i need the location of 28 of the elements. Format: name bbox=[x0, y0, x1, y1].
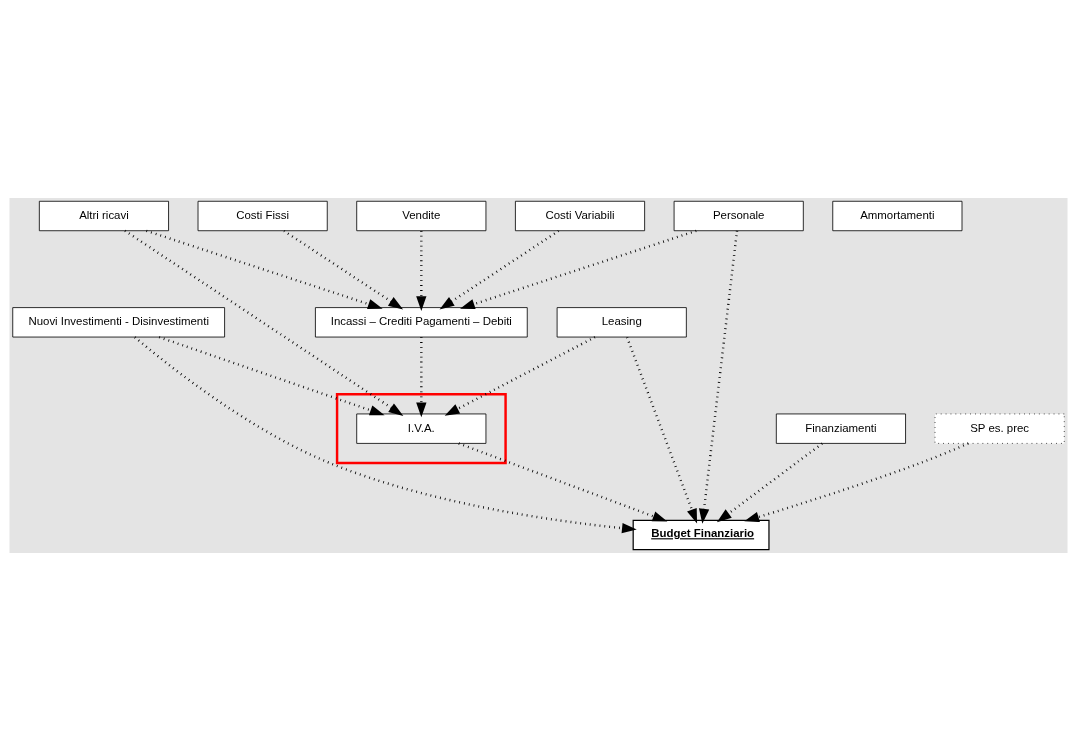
arrow bbox=[134, 336, 637, 534]
node-box: Altri ricavi bbox=[38, 200, 169, 232]
node-box: Personale bbox=[673, 200, 804, 232]
arrow bbox=[439, 229, 560, 310]
node-box: Ammortamenti bbox=[832, 200, 963, 232]
node-box: Costi Fissi bbox=[197, 200, 328, 232]
node-box: Finanziamenti bbox=[775, 413, 906, 444]
cluster bbox=[335, 393, 507, 465]
arrow bbox=[158, 336, 385, 416]
arrow bbox=[625, 336, 698, 524]
arrow bbox=[460, 229, 697, 310]
arrow bbox=[283, 229, 404, 310]
node-box: Leasing bbox=[556, 307, 687, 338]
arrow bbox=[416, 230, 427, 311]
arrow bbox=[416, 337, 427, 418]
node-box: Nuovi Investimenti - Disinvestimenti bbox=[12, 307, 225, 338]
node-box: Vendite bbox=[356, 200, 487, 232]
node-box: Budget Finanziario bbox=[632, 519, 770, 551]
arrow bbox=[444, 336, 596, 416]
arrow bbox=[698, 230, 739, 524]
node-box: Costi Variabili bbox=[515, 200, 646, 232]
arrow bbox=[716, 442, 823, 523]
node-box: Incassi – Crediti Pagamenti – Debiti bbox=[315, 307, 528, 338]
arrow bbox=[124, 229, 404, 416]
node-box: SP es. prec bbox=[934, 413, 1065, 444]
arrow bbox=[744, 442, 969, 522]
arrow bbox=[146, 229, 383, 310]
node-box: I.V.A. bbox=[356, 413, 487, 444]
